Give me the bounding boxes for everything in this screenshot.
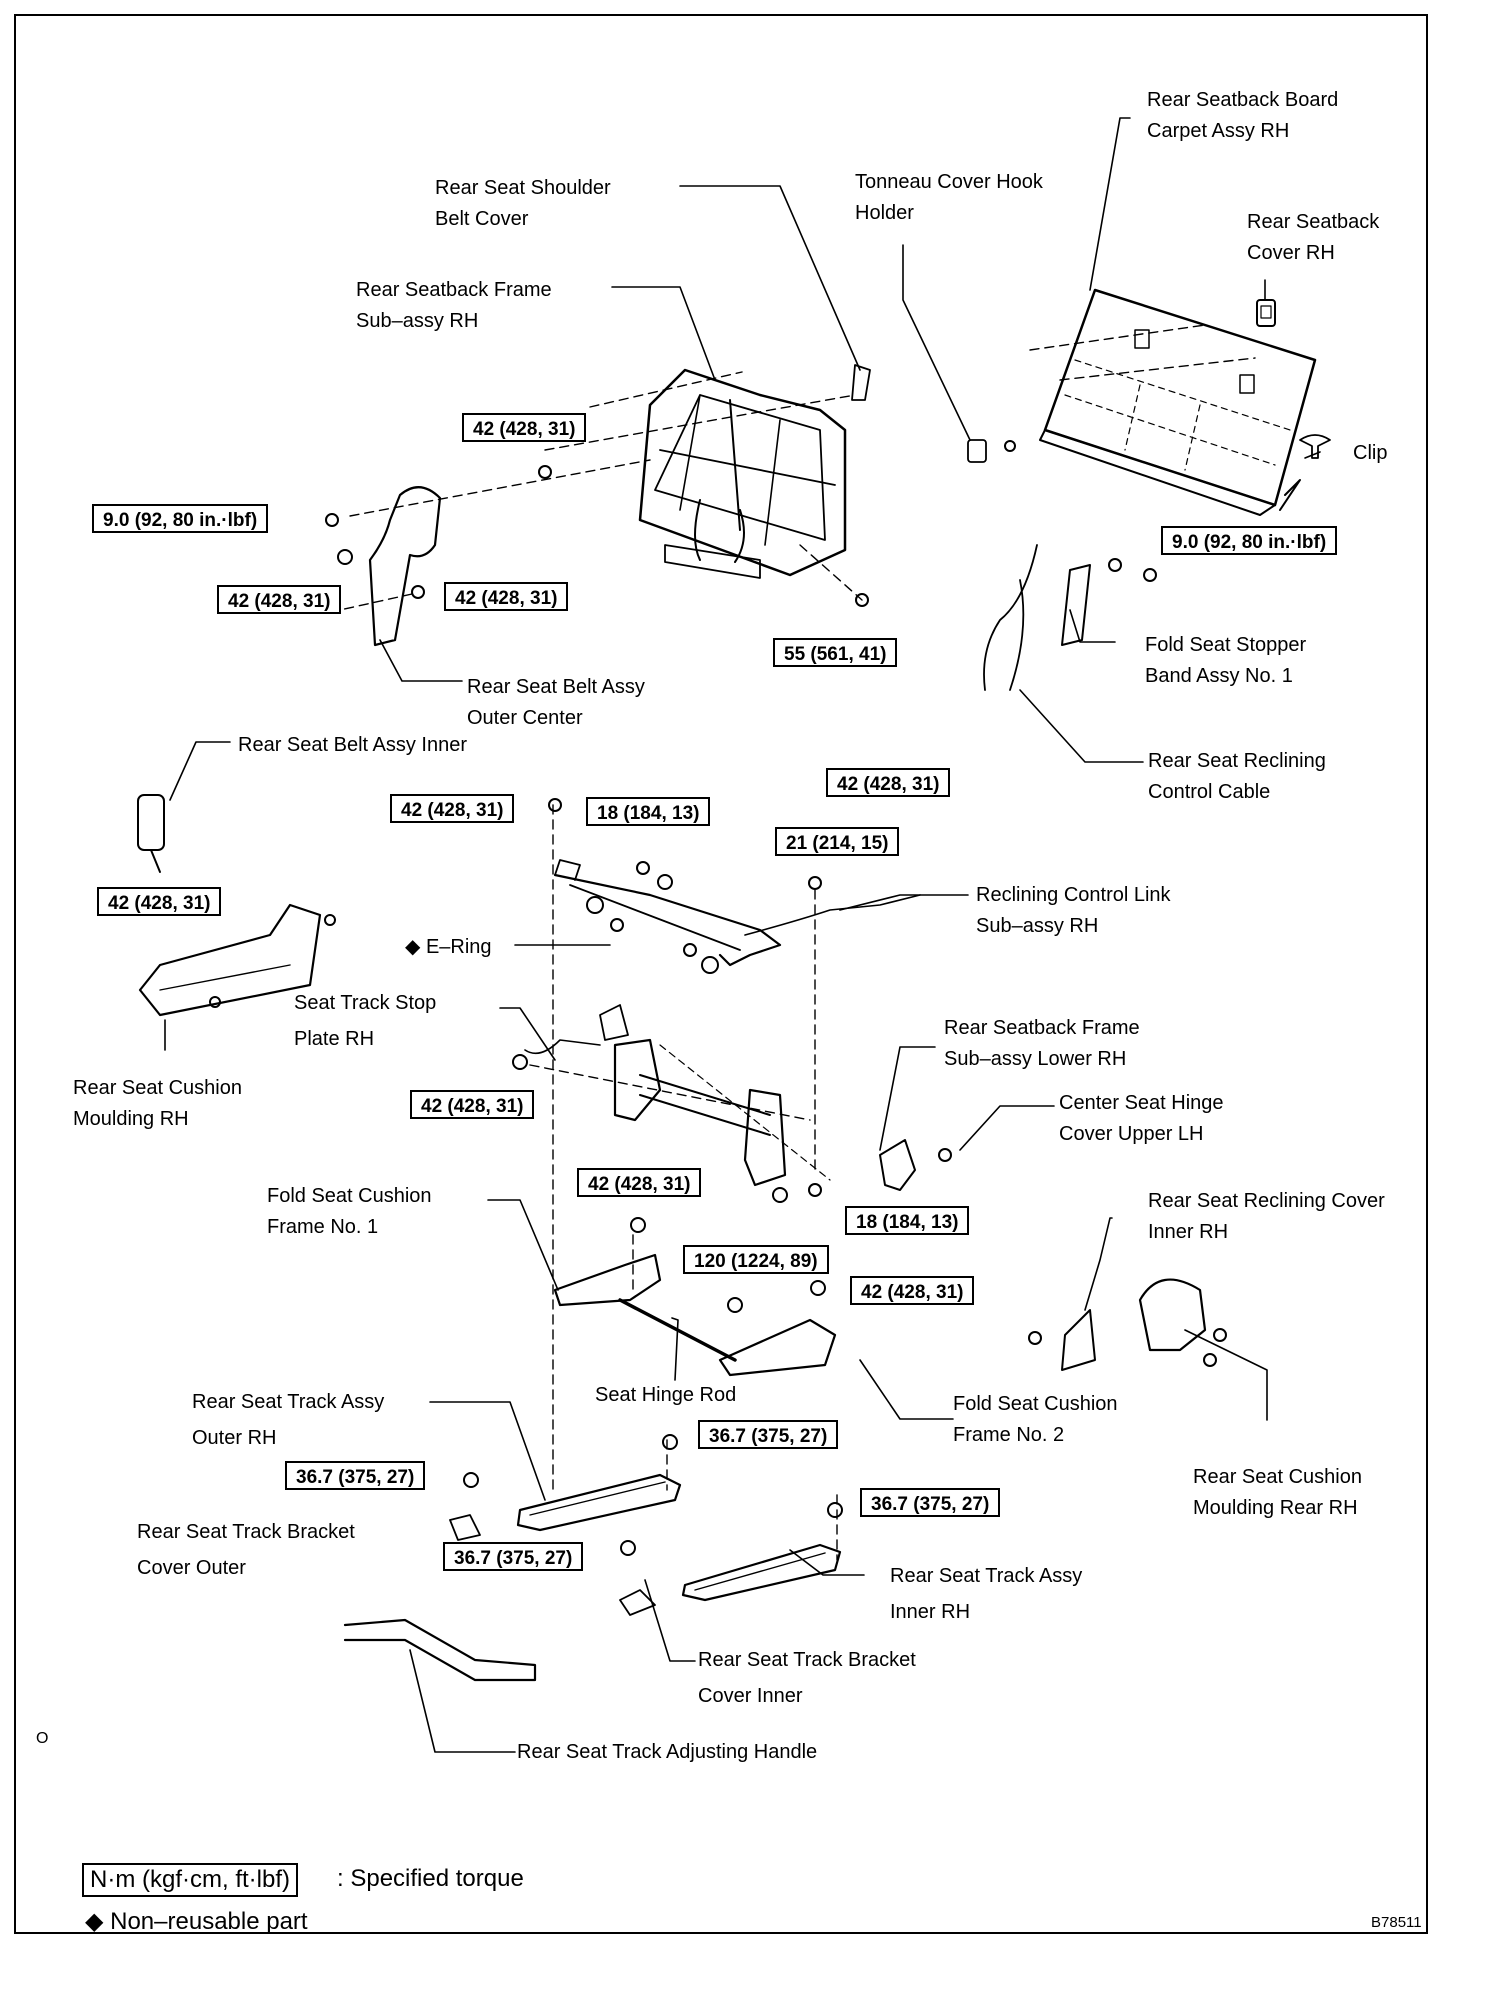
label-clip: Clip <box>1353 442 1388 464</box>
adjusting-handle-drawing <box>343 1618 537 1682</box>
fold-frame-1-drawing <box>553 1217 737 1362</box>
torque-spec: 42 (428, 31) <box>217 585 342 614</box>
label-adj-handle: Rear Seat Track Adjusting Handle <box>517 1741 818 1763</box>
reclining-cover-drawing <box>1028 1278 1227 1371</box>
torque-spec: 42 (428, 31) <box>97 887 222 916</box>
margin-mark: O <box>36 1730 49 1747</box>
torque-spec: 42 (428, 31) <box>444 582 569 611</box>
torque-spec: 120 (1224, 89) <box>683 1245 829 1274</box>
torque-spec: 9.0 (92, 80 in.·lbf) <box>92 504 269 533</box>
legend-nonreusable: ◆ Non–reusable part <box>85 1908 308 1935</box>
seatback-frame-drawing <box>325 364 1016 607</box>
torque-spec: 42 (428, 31) <box>577 1168 702 1197</box>
reclining-link-drawing <box>548 798 921 974</box>
fold-frame-2-drawing <box>718 1280 837 1377</box>
torque-spec: 42 (428, 31) <box>390 794 515 823</box>
torque-spec: 42 (428, 31) <box>410 1090 535 1119</box>
torque-spec: 36.7 (375, 27) <box>860 1488 1001 1517</box>
stopper-and-cable-drawing <box>983 544 1157 691</box>
torque-spec: 18 (184, 13) <box>586 797 711 826</box>
legend-unit-box: N·m (kgf·cm, ft·lbf) <box>82 1863 298 1897</box>
belt-outer-center-drawing <box>337 486 442 647</box>
label-e-ring: ◆ E–Ring <box>405 936 492 958</box>
seatback-frame-lower-drawing <box>512 1004 831 1203</box>
diagram-frame <box>14 14 1428 1934</box>
torque-spec: 42 (428, 31) <box>850 1276 975 1305</box>
track-outer-drawing <box>449 1434 682 1541</box>
track-inner-drawing <box>619 1502 843 1616</box>
leader-lines <box>164 117 1321 1753</box>
torque-spec: 55 (561, 41) <box>773 638 898 667</box>
figure-code: B78511 <box>1371 1914 1422 1931</box>
torque-spec: 36.7 (375, 27) <box>285 1461 426 1490</box>
belt-inner-and-moulding-drawing <box>137 794 336 1017</box>
torque-spec: 18 (184, 13) <box>845 1206 970 1235</box>
torque-spec: 21 (214, 15) <box>775 827 900 856</box>
legend-unit-text: : Specified torque <box>337 1865 524 1892</box>
torque-spec: 42 (428, 31) <box>462 413 587 442</box>
seatback-board-drawing <box>1039 288 1331 516</box>
torque-spec: 9.0 (92, 80 in.·lbf) <box>1161 526 1338 555</box>
hinge-cover-drawing <box>879 1139 952 1191</box>
torque-spec: 42 (428, 31) <box>826 768 951 797</box>
label-hinge-rod: Seat Hinge Rod <box>595 1384 737 1406</box>
torque-spec: 36.7 (375, 27) <box>698 1420 839 1449</box>
torque-spec: 36.7 (375, 27) <box>443 1542 584 1571</box>
label-belt-inner: Rear Seat Belt Assy Inner <box>238 734 468 756</box>
